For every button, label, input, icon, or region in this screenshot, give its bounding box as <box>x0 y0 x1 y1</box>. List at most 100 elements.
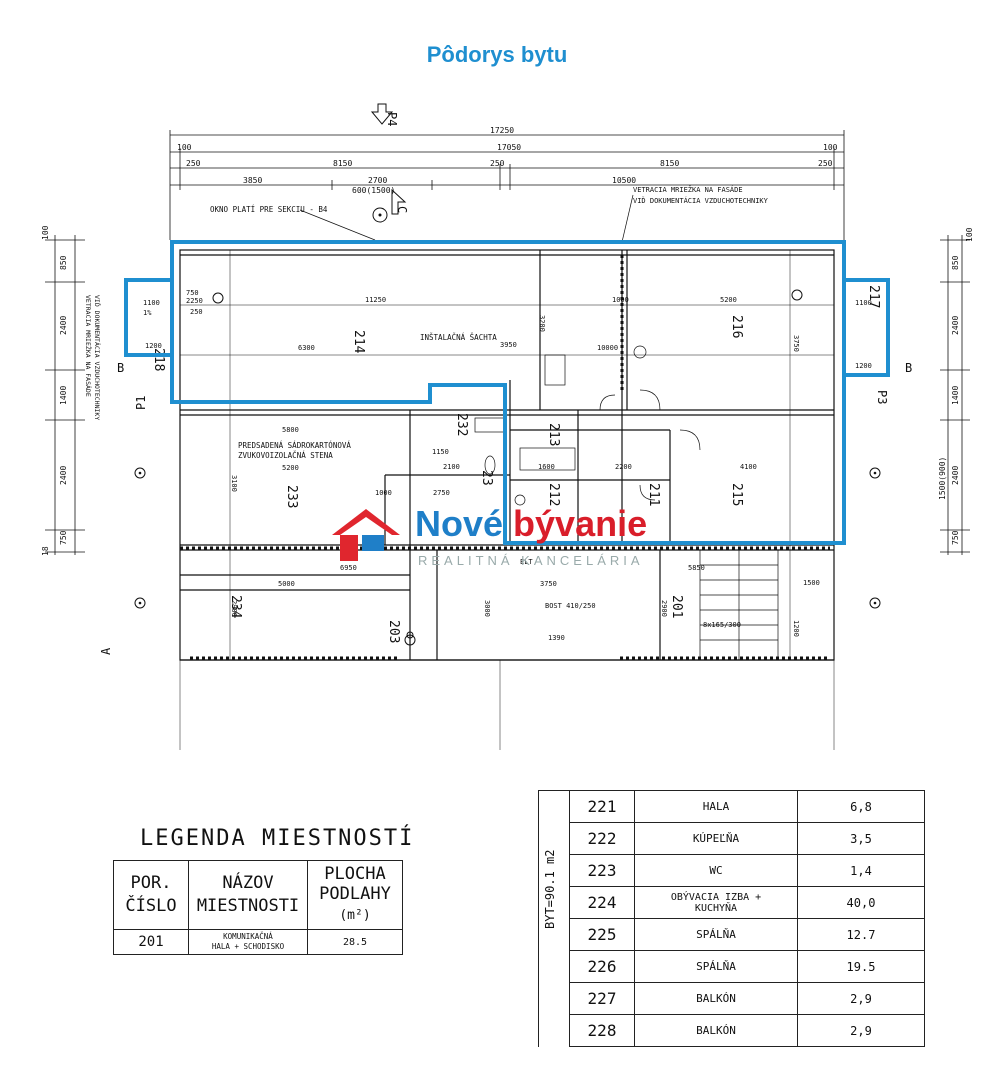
idim-16: 5800 <box>282 426 299 434</box>
area-row-228: 228 BALKÓN 2,9 <box>539 1014 925 1047</box>
legend-h1-l1: NÁZOV <box>222 873 274 893</box>
area-name-l2: KUCHYŇA <box>694 902 738 914</box>
dim-250-a: 250 <box>186 159 201 168</box>
note-left-grille-1: VETRACIA MRIEŽKA NA FASÁDE <box>84 295 93 397</box>
rdim-2400-b: 2400 <box>951 466 960 485</box>
house-logo-icon <box>332 509 400 561</box>
idim-31: 1390 <box>548 634 565 642</box>
walls <box>179 249 835 661</box>
room-214: 214 <box>351 330 366 354</box>
idim-25: 6950 <box>340 564 357 572</box>
area-value: 1,4 <box>797 854 925 887</box>
legend-h1-l2: MIESTNOSTI <box>196 896 300 916</box>
area-num: 223 <box>569 854 635 887</box>
rdim-1400: 1400 <box>951 386 960 405</box>
area-name: SPÁLŇA <box>634 950 798 983</box>
legend-h0-l2: ČÍSLO <box>125 896 177 916</box>
marker-p4: P4 <box>385 112 399 126</box>
rdim-750: 750 <box>951 530 960 545</box>
legend-header-number: POR.ČÍSLO <box>113 860 189 930</box>
marker-b-right: B <box>905 361 912 375</box>
area-value: 6,8 <box>797 790 925 823</box>
area-value: 2,9 <box>797 1014 925 1047</box>
marker-a: A <box>99 647 113 655</box>
idim-6: 11250 <box>365 296 386 304</box>
note-window: OKNO PLATÍ PRE SEKCIU - B4 <box>210 205 328 214</box>
idim-1: 2250 <box>186 297 203 305</box>
watermark-logo: Nové bývanie REALITNÁ KANCELÁRIA <box>330 503 670 575</box>
area-name: BALKÓN <box>634 982 798 1015</box>
idim-19: 1150 <box>432 448 449 456</box>
idim-2: 1100 <box>143 299 160 307</box>
area-name: WC <box>634 854 798 887</box>
dim-100-b: 100 <box>823 143 838 152</box>
room-234: 234 <box>228 595 243 619</box>
note-left-grille-2: VIĎ DOKUMENTÁCIA VZDUCHOTECHNIKY <box>93 295 102 420</box>
area-name: HALA <box>634 790 798 823</box>
room-216: 216 <box>729 315 744 338</box>
idim-15: 1000 <box>612 296 629 304</box>
idim-36: 1200 <box>792 620 800 637</box>
rdim-850: 850 <box>951 255 960 270</box>
idim-11: 1100 <box>855 299 872 307</box>
dim-600-1500: 600(1500) <box>352 186 395 195</box>
idim-14: 3200 <box>538 315 546 332</box>
legend-title: LEGENDA MIESTNOSTÍ <box>140 826 415 851</box>
rdim-1500-900: 1500(900) <box>938 457 947 500</box>
idim-21: 1600 <box>538 463 555 471</box>
area-row-223: 223 WC 1,4 <box>539 854 925 887</box>
inner-dimension-labels: 750 2250 1100 1% 250 1200 11250 6300 395… <box>143 289 872 642</box>
idim-7: 6300 <box>298 344 315 352</box>
legend-h2-l3: (m²) <box>339 908 371 923</box>
area-name: BALKÓN <box>634 1014 798 1047</box>
legend-header-name: NÁZOV MIESTNOSTI <box>188 860 308 930</box>
dim-10500: 10500 <box>612 176 636 185</box>
idim-18: 3100 <box>230 475 238 492</box>
marker-c: C <box>395 206 409 213</box>
area-name: OBÝVACIA IZBA +KUCHYŇA <box>634 886 798 919</box>
room-213: 213 <box>546 423 561 446</box>
idim-8: 3950 <box>500 341 517 349</box>
area-row-227: 227 BALKÓN 2,9 <box>539 982 925 1015</box>
ldim-750: 750 <box>59 530 68 545</box>
rdim-2400-a: 2400 <box>951 316 960 335</box>
area-name: KÚPEĽŇA <box>634 822 798 855</box>
ldim-850: 850 <box>59 255 68 270</box>
room-232: 232 <box>454 413 469 436</box>
section-marker-c: C <box>372 188 409 223</box>
room-201: 201 <box>669 595 684 618</box>
idim-13: 3750 <box>792 335 800 352</box>
section-marker-top: P4 <box>370 103 399 126</box>
area-num: 225 <box>569 918 635 951</box>
marker-b-left: B <box>117 361 124 375</box>
idim-12: 1200 <box>855 362 872 370</box>
idim-4: 250 <box>190 308 203 316</box>
room-23: 23 <box>479 470 494 486</box>
area-num: 226 <box>569 950 635 983</box>
legend-row-num: 201 <box>113 929 189 955</box>
ldim-18: 18 <box>41 546 50 556</box>
idim-24: 2750 <box>433 489 450 497</box>
area-name-l1: OBÝVACIA IZBA + <box>670 891 762 903</box>
top-dimensions <box>169 130 845 240</box>
ldim-100: 100 <box>41 225 50 240</box>
watermark-text: Nové bývanie <box>415 503 647 545</box>
area-num: 227 <box>569 982 635 1015</box>
room-217: 217 <box>866 285 881 308</box>
area-row-221: BYT=90.1 m2 221 HALA 6,8 <box>538 790 925 1047</box>
note-shaft: INŠTALAČNÁ ŠACHTA <box>420 333 497 342</box>
area-side-label: BYT=90.1 m2 <box>543 849 557 929</box>
room-211: 211 <box>646 483 661 506</box>
ldim-1400: 1400 <box>59 386 68 405</box>
marker-p3: P3 <box>875 390 889 404</box>
idim-20: 2100 <box>443 463 460 471</box>
idim-10: 5200 <box>720 296 737 304</box>
note-door-bost: BOST 410/250 <box>545 602 596 610</box>
apartment-outline <box>124 240 890 545</box>
area-name: SPÁLŇA <box>634 918 798 951</box>
note-grille-2: VIĎ DOKUMENTÁCIA VZDUCHOTECHNIKY <box>633 196 769 205</box>
